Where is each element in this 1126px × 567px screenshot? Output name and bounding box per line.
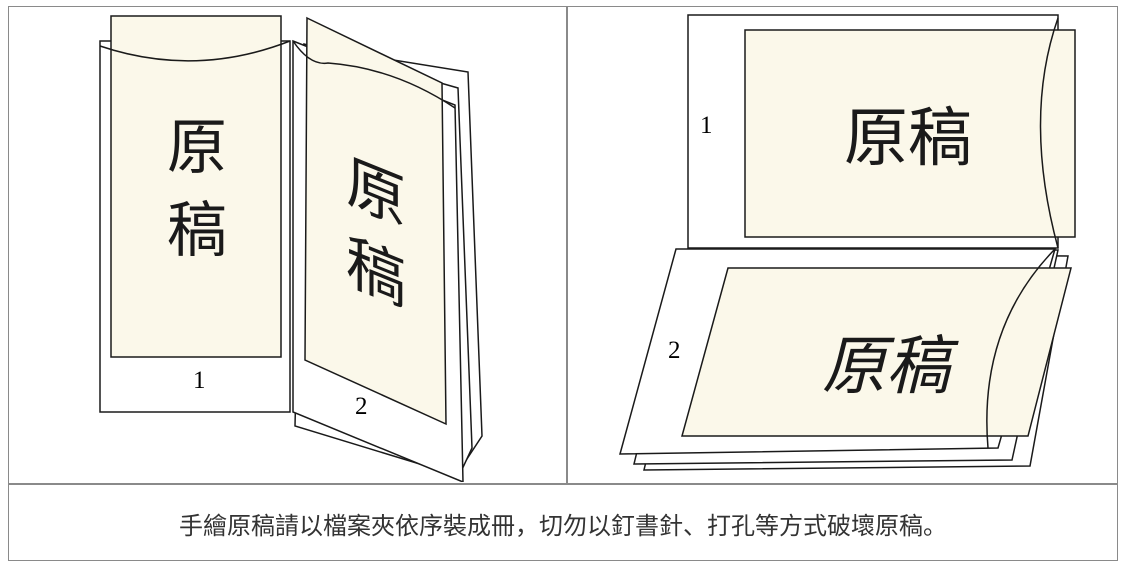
right-pocket-flap-curve [292,40,456,109]
top-pocket-curve [1039,17,1059,249]
manuscript-sheet-2 [304,16,447,426]
landscape-folder-illustration: 原稿 原稿 1 2 [568,8,1116,482]
sheet1-char1: 原 [167,113,227,183]
portrait-folder-illustration: 原 稿 原 稿 1 2 [10,8,565,482]
panel-divider-vertical [566,6,568,484]
manuscript-sheet-2-landscape [681,267,1072,437]
page-number-2: 2 [355,393,368,420]
manuscript-sheet-1 [110,15,282,358]
portrait-folder-svg: 原 稿 原 稿 1 2 [99,15,483,482]
landscape-page-number-2: 2 [668,337,681,364]
bottom-pocket-curve [986,248,1056,449]
landscape-folder-svg: 原稿 原稿 1 2 [619,14,1076,471]
manuscript-sheet-1-landscape [744,29,1076,238]
panel-divider-horizontal [8,483,1118,485]
landscape-sheet2-title: 原稿 [818,330,964,404]
landscape-page-number-1: 1 [700,112,713,139]
figure-frame [8,6,1118,561]
left-pocket-flap-curve [99,40,291,62]
landscape-sheet1-title: 原稿 [844,102,972,176]
caption-text: 手繪原稿請以檔案夾依序裝成冊，切勿以釘書針、打孔等方式破壞原稿。 [179,511,947,540]
page-number-1: 1 [193,367,206,394]
sheet1-char2: 稿 [167,196,227,266]
